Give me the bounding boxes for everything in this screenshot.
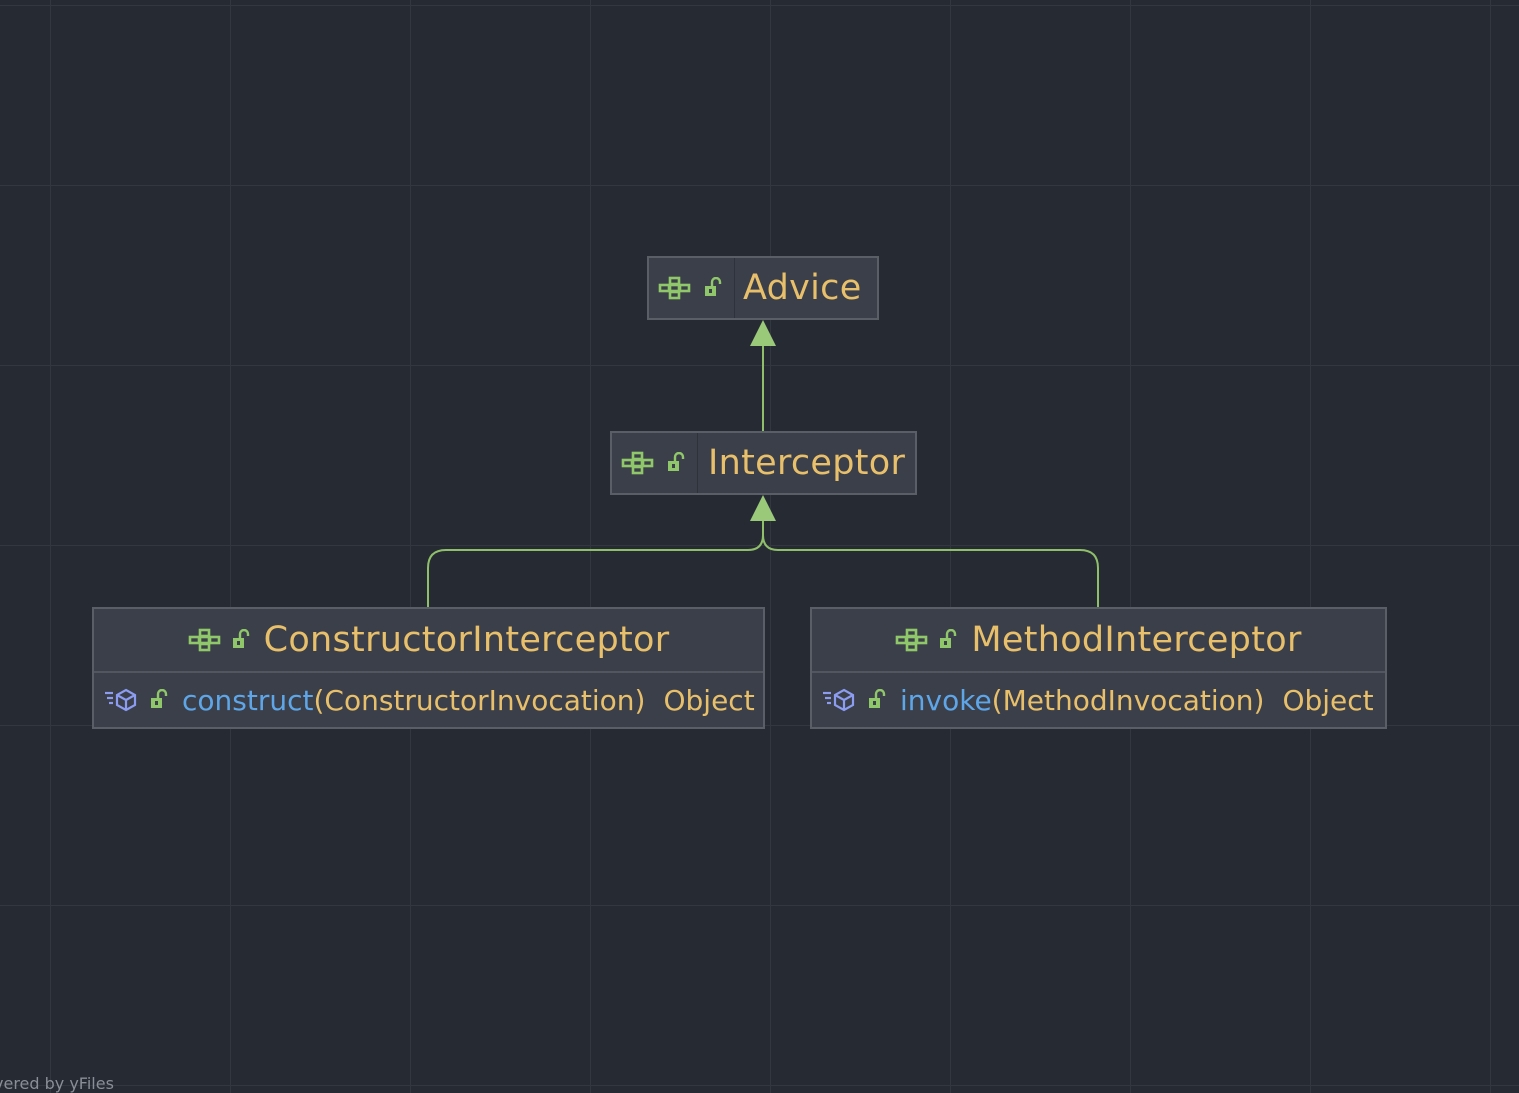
class-name: Interceptor: [708, 443, 906, 483]
method-name: invoke: [900, 683, 992, 717]
method-return-type: Object: [1282, 683, 1374, 717]
powered-by-footer: vered by yFiles: [0, 1074, 114, 1093]
class-name: MethodInterceptor: [971, 620, 1302, 660]
interface-icon: [895, 628, 929, 652]
public-lock-icon: [150, 689, 168, 711]
interface-icon: [621, 451, 655, 475]
public-lock-icon: [939, 629, 957, 651]
method-name: construct: [182, 683, 314, 717]
node-method-interceptor[interactable]: MethodInterceptor: [810, 607, 1387, 729]
node-constructor-interceptor[interactable]: ConstructorInterceptor: [92, 607, 765, 729]
public-lock-icon: [868, 689, 886, 711]
interface-icon: [188, 628, 222, 652]
abstract-method-icon: [104, 688, 138, 712]
abstract-method-icon: [822, 688, 856, 712]
method-row[interactable]: invoke (MethodInvocation) Object: [812, 673, 1385, 727]
edge-methodinterceptor-to-interceptor: [762, 520, 1099, 607]
public-lock-icon: [704, 277, 722, 299]
node-advice[interactable]: Advice: [647, 256, 879, 320]
method-return-type: Object: [663, 683, 755, 717]
public-lock-icon: [667, 452, 685, 474]
method-params: (MethodInvocation): [991, 683, 1265, 717]
method-row[interactable]: construct (ConstructorInvocation) Object: [94, 673, 763, 727]
node-interceptor[interactable]: Interceptor: [610, 431, 917, 495]
inheritance-arrowhead-advice: [750, 320, 776, 346]
class-name: ConstructorInterceptor: [263, 620, 670, 660]
interface-icon: [658, 276, 692, 300]
public-lock-icon: [232, 629, 250, 651]
class-name: Advice: [743, 268, 862, 308]
edge-constructorinterceptor-to-interceptor: [427, 520, 764, 607]
method-params: (ConstructorInvocation): [313, 683, 646, 717]
inheritance-arrowhead-interceptor: [750, 495, 776, 521]
